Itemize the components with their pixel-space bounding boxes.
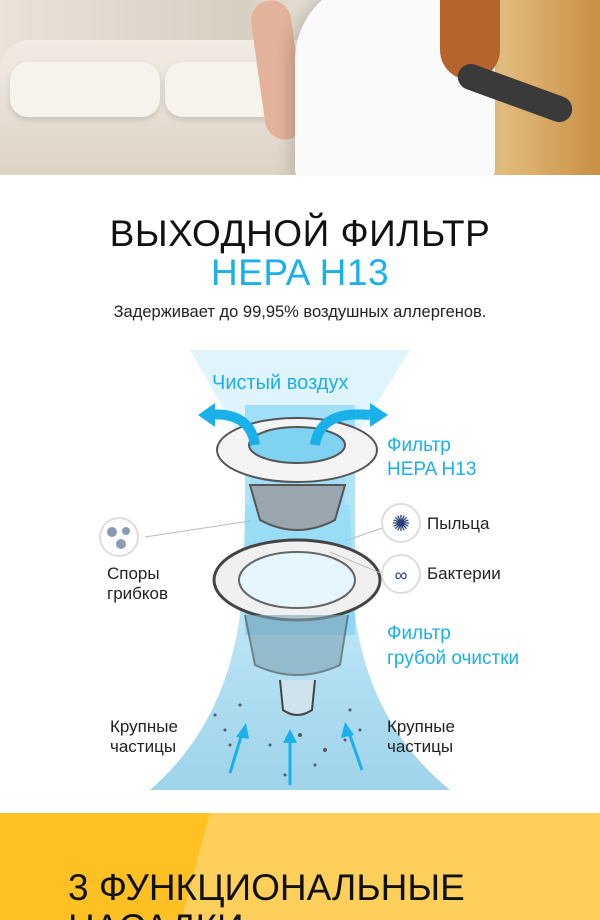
cushion (10, 62, 160, 117)
section-subtitle: Задерживает до 99,95% воздушных аллерген… (113, 303, 487, 321)
label-large-right-1: Крупные (387, 717, 455, 736)
spores-icon (99, 517, 139, 557)
filter-diagram: ✺ ∞ Чистый воздух Фильтр HEPA H13 Пыльца… (0, 345, 600, 795)
attachments-title-line2: НАСАДКИ: (68, 908, 465, 920)
leader-line (144, 520, 251, 538)
label-large-right-2: частицы (387, 737, 454, 756)
svg-text:✺: ✺ (392, 511, 410, 536)
label-coarse-1: Фильтр (387, 623, 451, 644)
label-hepa-2: HEPA H13 (387, 459, 477, 480)
label-coarse-2: грубой очистки (387, 648, 520, 669)
label-spores-1: Споры (107, 564, 160, 583)
intake-arrows (228, 722, 364, 785)
filter-illustration: ✺ ∞ (99, 350, 450, 790)
particles (213, 703, 362, 777)
label-spores-2: грибков (107, 584, 169, 603)
hero-photo (0, 0, 600, 175)
label-large-left-2: частицы (110, 737, 177, 756)
label-pollen: Пыльца (427, 514, 490, 533)
label-clean-air: Чистый воздух (212, 372, 349, 394)
label-hepa-1: Фильтр (387, 435, 451, 456)
section-title-accent: HEPA H13 (210, 252, 390, 293)
bacteria-icon (381, 554, 421, 594)
label-bacteria: Бактерии (427, 564, 501, 583)
section-title: ВЫХОДНОЙ ФИЛЬТР (109, 213, 491, 254)
svg-text:∞: ∞ (395, 565, 408, 585)
attachments-title-line1: 3 ФУНКЦИОНАЛЬНЫЕ (68, 867, 465, 908)
arrow-right-icon (310, 409, 371, 447)
attachments-section: 3 ФУНКЦИОНАЛЬНЫЕ НАСАДКИ: (0, 813, 600, 920)
pollen-icon (381, 503, 421, 543)
label-large-left-1: Крупные (110, 717, 178, 736)
attachments-title: 3 ФУНКЦИОНАЛЬНЫЕ НАСАДКИ: (68, 868, 465, 920)
